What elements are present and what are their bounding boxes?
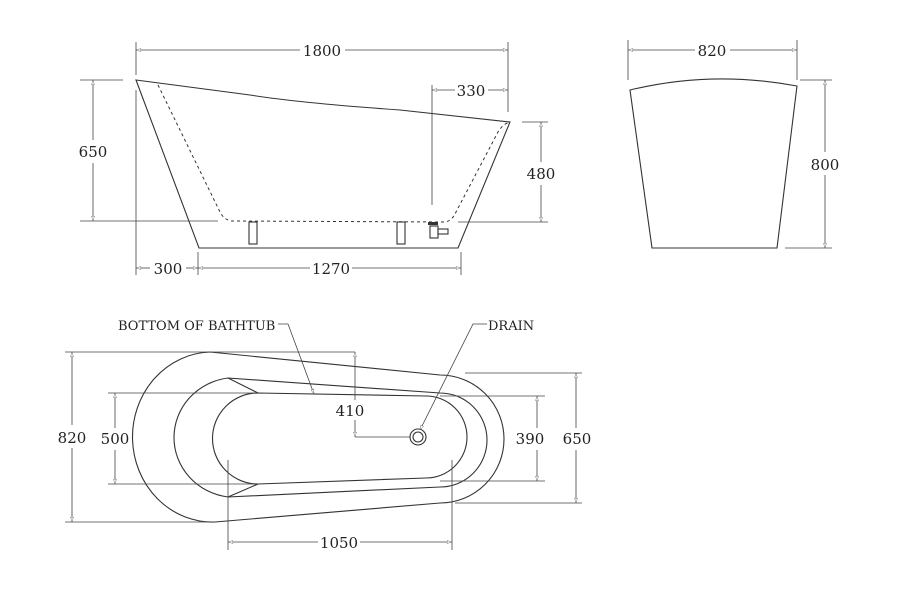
side-view: 1800 330 650 480 300 1270	[79, 42, 556, 278]
top-view: BOTTOM OF BATHTUB DRAIN 820 500 410 390 …	[58, 319, 592, 552]
dim-500: 500	[101, 430, 130, 448]
dim-410: 410	[336, 402, 365, 420]
dim-480: 480	[527, 165, 556, 183]
dim-1270: 1270	[312, 260, 350, 278]
dim-650: 650	[79, 143, 108, 161]
dim-800: 800	[811, 156, 840, 174]
top-outer-rim	[131, 351, 505, 523]
foot-left	[243, 221, 263, 249]
dim-390: 390	[516, 430, 545, 448]
top-bottom-surface	[211, 392, 468, 485]
dim-330: 330	[457, 82, 486, 100]
dim-1800: 1800	[303, 42, 341, 60]
bottom-of-bathtub-label: BOTTOM OF BATHTUB	[118, 319, 275, 334]
drain-label: DRAIN	[488, 319, 534, 334]
dim-1050: 1050	[320, 534, 358, 552]
side-inner-dashed	[157, 84, 509, 223]
side-outline	[135, 79, 511, 249]
drain-icon	[409, 428, 427, 446]
end-view: 820 800	[627, 40, 840, 249]
dim-650-top: 650	[563, 430, 592, 448]
dim-820-top: 820	[58, 429, 87, 447]
dim-300: 300	[154, 260, 183, 278]
end-outline	[629, 78, 798, 249]
drain-fitting	[428, 222, 449, 239]
dim-820-end: 820	[698, 42, 727, 60]
foot-right	[391, 221, 411, 249]
